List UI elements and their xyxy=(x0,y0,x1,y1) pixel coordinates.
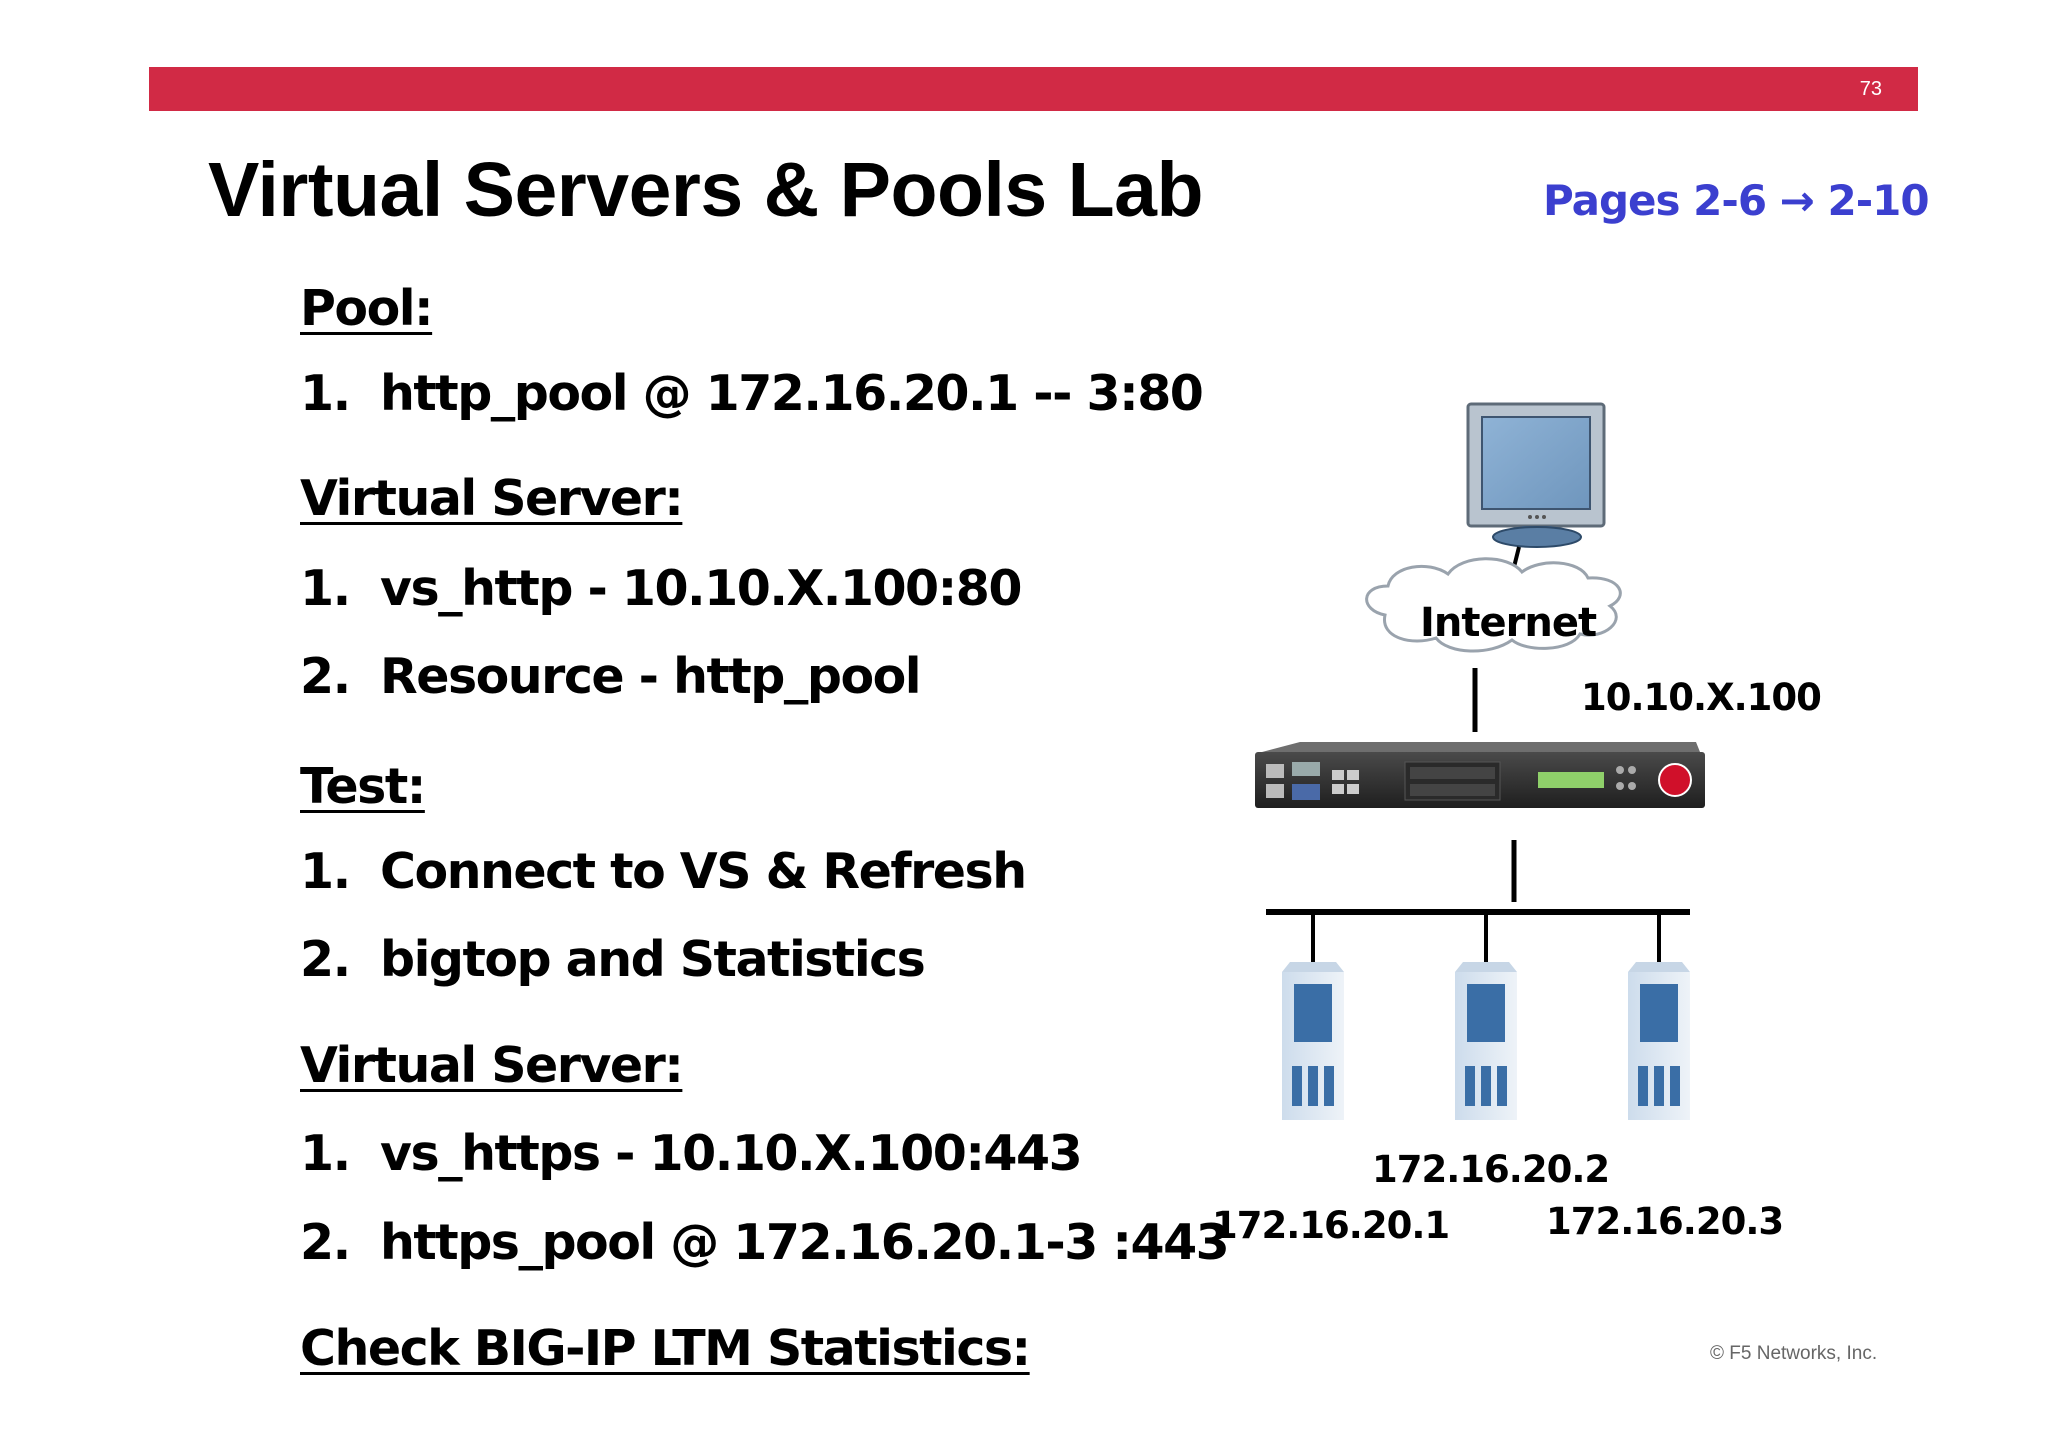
page-number: 73 xyxy=(1859,78,1882,100)
network-diagram xyxy=(1255,402,1705,1120)
list-text: http_pool @ 172.16.20.1 -- 3:80 xyxy=(380,365,1204,422)
server-icon xyxy=(1455,962,1517,1120)
list-text: vs_https - 10.10.X.100:443 xyxy=(380,1125,1083,1182)
server-ip-label: 172.16.20.1 xyxy=(1212,1204,1450,1247)
list-number: 2. xyxy=(300,931,351,988)
section-heading-virtual-server: Virtual Server: xyxy=(300,470,684,527)
list-item: 1. http_pool @ 172.16.20.1 -- 3:80 xyxy=(300,365,1204,422)
big-ip-device-icon xyxy=(1255,742,1705,808)
server-ip-label: 172.16.20.2 xyxy=(1372,1148,1610,1191)
top-bar: 73 xyxy=(149,67,1918,111)
list-number: 1. xyxy=(300,560,351,617)
list-number: 2. xyxy=(300,1214,351,1271)
list-text: Connect to VS & Refresh xyxy=(380,843,1027,900)
list-text: bigtop and Statistics xyxy=(380,931,926,988)
list-number: 2. xyxy=(300,648,351,705)
section-heading-test: Test: xyxy=(300,758,426,815)
list-number: 1. xyxy=(300,365,351,422)
monitor-icon xyxy=(1466,402,1606,548)
section-heading-check: Check BIG-IP LTM Statistics: xyxy=(300,1320,1031,1377)
list-item: 1. Connect to VS & Refresh xyxy=(300,843,1027,900)
pages-reference: Pages 2-6 → 2-10 xyxy=(1543,176,1930,225)
section-heading-pool: Pool: xyxy=(300,280,434,337)
list-item: 2. Resource - http_pool xyxy=(300,648,922,705)
list-item: 2. https_pool @ 172.16.20.1-3 :443 xyxy=(300,1214,1230,1271)
list-text: Resource - http_pool xyxy=(380,648,922,705)
list-item: 2. bigtop and Statistics xyxy=(300,931,926,988)
server-ip-label: 172.16.20.3 xyxy=(1546,1200,1784,1243)
section-heading-virtual-server: Virtual Server: xyxy=(300,1037,684,1094)
list-item: 1. vs_https - 10.10.X.100:443 xyxy=(300,1125,1083,1182)
list-text: vs_http - 10.10.X.100:80 xyxy=(380,560,1022,617)
list-number: 1. xyxy=(300,1125,351,1182)
internet-label: Internet xyxy=(1420,600,1597,646)
vip-label: 10.10.X.100 xyxy=(1581,676,1822,719)
server-icon xyxy=(1628,962,1690,1120)
list-item: 1. vs_http - 10.10.X.100:80 xyxy=(300,560,1022,617)
copyright: © F5 Networks, Inc. xyxy=(1710,1343,1878,1364)
list-number: 1. xyxy=(300,843,351,900)
server-icon xyxy=(1282,962,1344,1120)
cloud-icon xyxy=(1365,557,1622,653)
list-text: https_pool @ 172.16.20.1-3 :443 xyxy=(380,1214,1230,1271)
slide-title: Virtual Servers & Pools Lab xyxy=(208,147,1204,233)
